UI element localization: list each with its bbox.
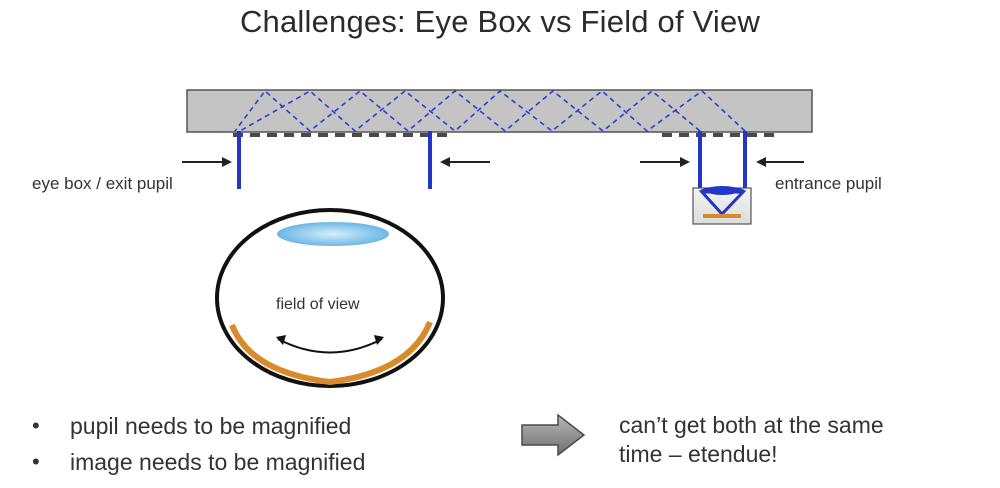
projector	[692, 131, 752, 225]
conclusion-line: time – etendue!	[619, 441, 778, 467]
bullet-item: • image needs to be magnified	[32, 444, 365, 480]
right-arrow-icon	[521, 413, 586, 457]
eye-illustration	[215, 208, 445, 388]
retina	[229, 320, 433, 386]
entrance-pupil-label: entrance pupil	[775, 174, 882, 193]
eye-box-label: eye box / exit pupil	[32, 174, 173, 193]
bullet-dot: •	[32, 413, 40, 438]
eyeball	[215, 208, 445, 388]
eye-box-arrows	[182, 157, 490, 167]
bullet-text: image needs to be magnified	[70, 448, 366, 475]
entrance-pupil-arrows	[640, 157, 804, 167]
bullet-list: • pupil needs to be magnified • image ne…	[32, 408, 365, 480]
in-coupling-grating	[662, 133, 774, 137]
conclusion-line: can’t get both at the same	[619, 412, 884, 438]
field-of-view-label: field of view	[276, 296, 360, 313]
out-coupling-grating	[233, 133, 447, 137]
field-of-view-arc	[277, 338, 383, 354]
bullet-text: pupil needs to be magnified	[70, 412, 352, 439]
conclusion-text: can’t get both at the same time – etendu…	[619, 411, 979, 469]
total-internal-reflection-rays	[234, 89, 746, 133]
slide-title: Challenges: Eye Box vs Field of View	[239, 4, 761, 39]
cornea-lens	[277, 222, 389, 246]
bullet-dot: •	[32, 449, 40, 474]
bullet-item: • pupil needs to be magnified	[32, 408, 365, 444]
optics-diagram	[182, 89, 813, 388]
waveguide-slab	[186, 89, 813, 133]
